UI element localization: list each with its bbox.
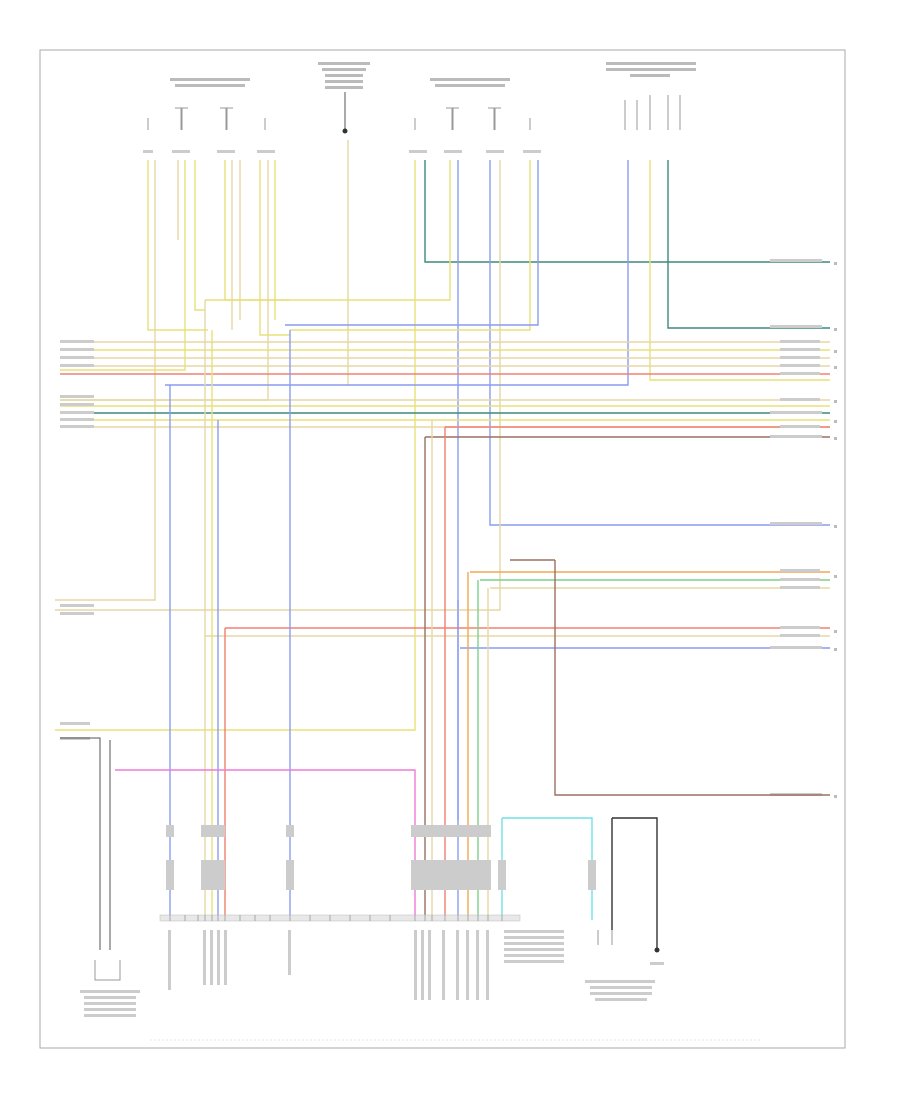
radio-module-connector [159, 914, 521, 922]
radio-module-pins [169, 915, 503, 921]
diagram-frame [39, 49, 846, 1049]
antenna-power-label [318, 62, 370, 89]
left-front-speaker-label [170, 78, 250, 87]
right-edge-terminals [834, 262, 837, 798]
right-front-speaker-label [430, 78, 510, 87]
right-wire-labels [770, 259, 822, 796]
ground-icon [650, 947, 664, 965]
right-rear-speaker-connector [624, 95, 681, 130]
right-front-speaker-connector [414, 107, 531, 130]
left-front-speaker-connector [147, 107, 266, 130]
antenna-icon [342, 92, 348, 134]
amplifier-component [585, 817, 658, 1001]
lower-left-component [60, 737, 140, 1017]
horizontal-bus-wires [60, 341, 830, 649]
radio-pin-labels [168, 930, 564, 1000]
top-pin-labels [143, 150, 541, 153]
right-rear-speaker-label [606, 62, 696, 77]
connector-markers [166, 825, 596, 890]
top-vertical-wires [55, 140, 830, 820]
